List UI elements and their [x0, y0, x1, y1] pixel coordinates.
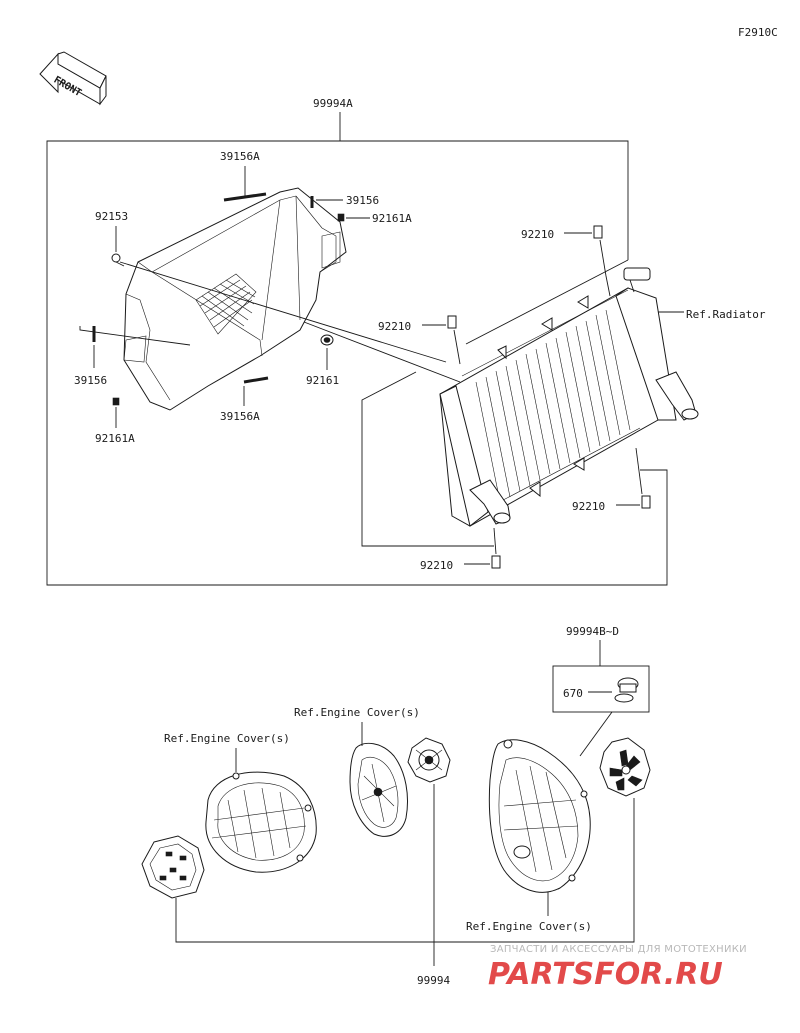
figure-code: F2910C — [738, 26, 778, 39]
part-39156a-bottom — [243, 376, 269, 384]
part-39156a-top — [223, 192, 267, 202]
leader-92210-1-to-top — [465, 259, 629, 345]
leader-92210-1-drop — [599, 239, 611, 297]
leader-92153-to-radiator — [119, 261, 447, 363]
kit-bd-box — [552, 665, 650, 713]
label-92210-2: 92210 — [378, 320, 411, 333]
leader-92210-4-drop — [493, 527, 497, 555]
watermark-brand: PARTSFOR.RU — [488, 957, 723, 992]
label-99994b-d: 99994B~D — [566, 625, 619, 638]
label-39156a-top: 39156A — [220, 150, 260, 163]
label-ref-radiator: Ref.Radiator — [686, 308, 766, 321]
label-ref-engine-cover-3: Ref.Engine Cover(s) — [466, 920, 592, 933]
part-92210-4 — [491, 555, 501, 569]
engine-cover-middle — [349, 742, 408, 837]
label-39156-left: 39156 — [74, 374, 107, 387]
part-92161a-top — [337, 213, 345, 222]
label-92210-1: 92210 — [521, 228, 554, 241]
engine-cover-right — [488, 739, 591, 893]
radiator-cap — [623, 267, 651, 293]
leader-92210-3-drop — [635, 447, 643, 495]
engine-guard-right — [599, 737, 651, 797]
label-ref-engine-cover-1: Ref.Engine Cover(s) — [294, 706, 420, 719]
leader-kit-bd-to-cover — [579, 711, 613, 757]
label-39156-top: 39156 — [346, 194, 379, 207]
kit-main-bracket — [46, 140, 668, 586]
label-92153: 92153 — [95, 210, 128, 223]
label-92161a-bottom: 92161A — [95, 432, 135, 445]
leader-92210-2-drop — [453, 329, 461, 365]
engine-guard-middle — [407, 737, 451, 783]
part-92210-1 — [593, 225, 603, 239]
radiator — [439, 267, 699, 527]
part-670-plug — [614, 677, 639, 703]
label-92161: 92161 — [306, 374, 339, 387]
label-92161a-top: 92161A — [372, 212, 412, 225]
label-670: 670 — [563, 687, 583, 700]
part-92210-3 — [641, 495, 651, 509]
label-99994a: 99994A — [313, 97, 353, 110]
engine-guard-left — [141, 835, 205, 899]
label-99994: 99994 — [417, 974, 450, 987]
leader-99994-bracket — [175, 798, 635, 943]
label-ref-engine-cover-2: Ref.Engine Cover(s) — [164, 732, 290, 745]
leader-radiator-left-bracket — [361, 371, 494, 547]
part-92161a-bottom — [112, 397, 120, 406]
watermark-tagline: ЗАПЧАСТИ И АКСЕССУАРЫ ДЛЯ МОТОТЕХНИКИ — [490, 944, 747, 955]
engine-cover-left — [205, 771, 317, 873]
part-92161 — [320, 334, 334, 346]
front-arrow-icon: FRONT — [39, 51, 107, 106]
shroud-mesh — [195, 273, 257, 335]
label-39156a-bottom: 39156A — [220, 410, 260, 423]
part-92210-2 — [447, 315, 457, 329]
label-92210-3: 92210 — [572, 500, 605, 513]
part-92153 — [111, 253, 125, 267]
radiator-fins — [475, 309, 631, 503]
label-92210-4: 92210 — [420, 559, 453, 572]
leader-92161-to-radiator — [303, 321, 461, 383]
leader-39156-left-bracket — [79, 326, 191, 346]
